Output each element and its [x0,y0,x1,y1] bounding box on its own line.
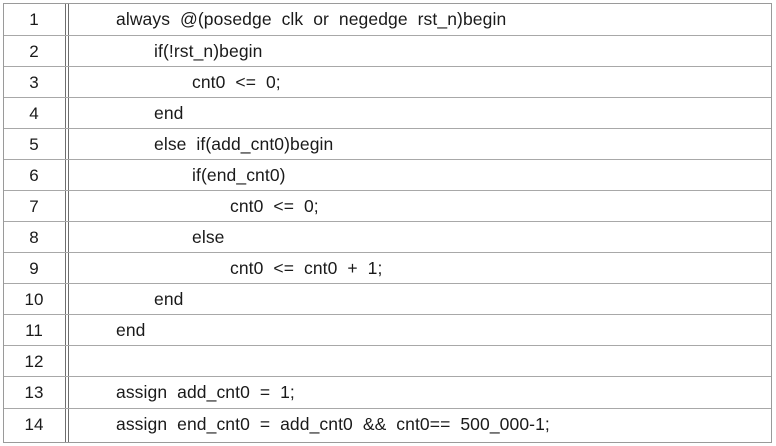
line-number: 8 [29,227,39,247]
code-text: always @(posedge clk or negedge rst_n)be… [116,9,507,29]
code-line: 7 cnt0 <= 0; [4,190,771,222]
line-number: 1 [29,9,39,29]
line-number: 4 [29,103,39,123]
code-line: 10 end [4,283,771,315]
code-text: assign add_cnt0 = 1; [116,382,295,402]
code-text: cnt0 <= 0; [230,196,319,216]
code-text: end [116,320,146,340]
code-line: 11 end [4,314,771,346]
code-line: 3 cnt0 <= 0; [4,66,771,98]
code-line: 2 if(!rst_n)begin [4,35,771,67]
code-line: 6 if(end_cnt0) [4,159,771,191]
code-text: else if(add_cnt0)begin [154,134,334,154]
line-number: 10 [24,289,44,309]
line-number: 5 [29,134,39,154]
line-number: 6 [29,165,39,185]
code-line: 1 always @(posedge clk or negedge rst_n)b… [4,4,771,35]
code-line: 13 assign add_cnt0 = 1; [4,376,771,408]
code-line: 14 assign end_cnt0 = add_cnt0 && cnt0== 5… [4,408,771,440]
code-text: if(end_cnt0) [192,165,286,185]
line-number: 2 [29,41,39,61]
code-text: cnt0 <= cnt0 + 1; [230,258,383,278]
line-number: 13 [24,382,44,402]
code-text: cnt0 <= 0; [192,72,281,92]
code-text: else [192,227,225,247]
code-text: if(!rst_n)begin [154,41,263,61]
line-number: 7 [29,196,39,216]
code-text: assign end_cnt0 = add_cnt0 && cnt0== 500… [116,414,550,434]
line-number: 3 [29,72,39,92]
code-line: 8 else [4,221,771,253]
line-number: 12 [24,351,44,371]
line-number: 9 [29,258,39,278]
code-line: 5 else if(add_cnt0)begin [4,128,771,160]
code-listing-table: 1 always @(posedge clk or negedge rst_n)b… [3,3,772,443]
code-line: 12 [4,345,771,377]
code-line: 4 end [4,97,771,129]
code-text: end [154,289,184,309]
gutter-divider [68,4,69,442]
line-number: 14 [24,414,44,434]
line-number: 11 [25,320,43,340]
gutter-divider [65,4,66,442]
code-text: end [154,103,184,123]
code-line: 9 cnt0 <= cnt0 + 1; [4,252,771,284]
